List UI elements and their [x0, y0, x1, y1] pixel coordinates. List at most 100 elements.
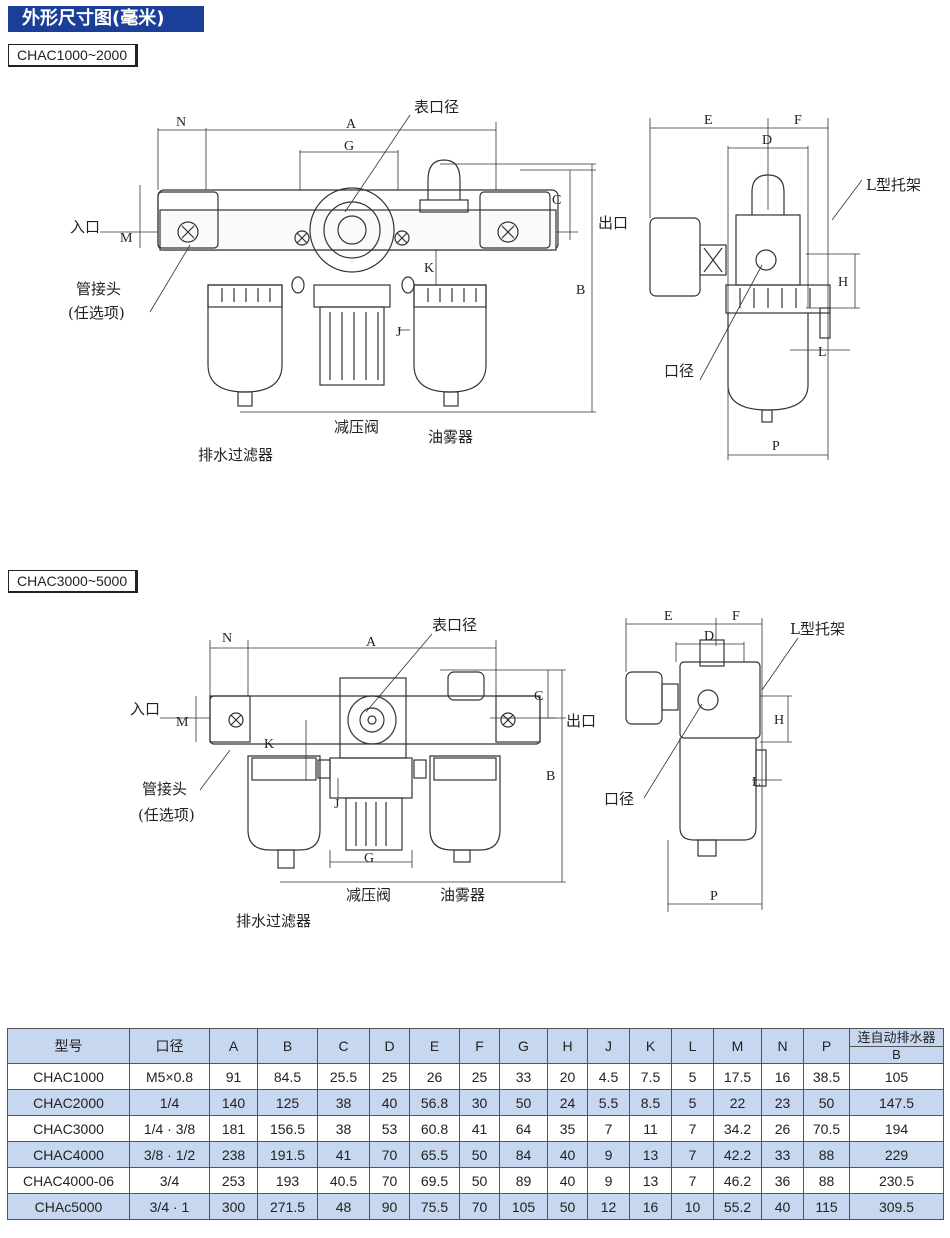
dim-f: F [732, 609, 740, 624]
table-cell: 41 [459, 1115, 500, 1142]
table-cell: 35 [547, 1115, 588, 1142]
table-cell: 70.5 [803, 1115, 850, 1142]
dim-a: A [366, 635, 377, 650]
drawing-chac1000-2000: N A G C B M K J 表口径 入口 出口 管接头 (任选项) 减压阀 … [0, 80, 950, 480]
table-cell: 89 [499, 1167, 548, 1194]
dim-m: M [176, 715, 189, 730]
regulator-label: 减压阀 [334, 418, 379, 436]
dim-c: C [552, 193, 561, 208]
dim-p: P [710, 889, 718, 904]
table-cell: 60.8 [409, 1115, 460, 1142]
front-dimension-labels: N A G C B M K J [176, 631, 555, 866]
table-cell: 191.5 [257, 1141, 318, 1168]
table-cell: 84 [499, 1141, 548, 1168]
table-cell: 70 [369, 1167, 410, 1194]
table-cell: 50 [803, 1089, 850, 1116]
header-auto-drain-b: B [849, 1045, 944, 1064]
header-c: C [317, 1028, 370, 1064]
dim-n: N [222, 631, 232, 646]
table-cell: 22 [713, 1089, 762, 1116]
table-cell: 11 [629, 1115, 672, 1142]
side-view [625, 639, 767, 857]
table-cell: 5 [671, 1063, 714, 1090]
port-label: 口径 [604, 790, 634, 808]
table-cell: 26 [409, 1063, 460, 1090]
table-cell: 75.5 [409, 1193, 460, 1220]
table-cell: 91 [209, 1063, 258, 1090]
header-a: A [209, 1028, 258, 1064]
header-k: K [629, 1028, 672, 1064]
front-dimension-lines [100, 114, 596, 413]
dim-d: D [704, 629, 714, 644]
table-cell: 7 [671, 1115, 714, 1142]
header-j: J [587, 1028, 630, 1064]
table-cell: 42.2 [713, 1141, 762, 1168]
table-cell: 88 [803, 1167, 850, 1194]
table-cell: 7 [671, 1141, 714, 1168]
table-cell: 36 [761, 1167, 804, 1194]
table-cell: 156.5 [257, 1115, 318, 1142]
table-cell: 84.5 [257, 1063, 318, 1090]
table-cell: 56.8 [409, 1089, 460, 1116]
table-cell: 115 [803, 1193, 850, 1220]
table-cell: 26 [761, 1115, 804, 1142]
table-cell: 69.5 [409, 1167, 460, 1194]
header-p: P [803, 1028, 850, 1064]
dim-e: E [704, 113, 713, 128]
model-cell: CHAC4000-06 [7, 1167, 130, 1194]
table-cell: 193 [257, 1167, 318, 1194]
header-port: 口径 [129, 1028, 210, 1064]
side-dimension-lines [625, 618, 799, 912]
table-cell: 46.2 [713, 1167, 762, 1194]
outlet-label: 出口 [566, 712, 596, 730]
side-view-labels: E F D H L P L型托架 口径 [664, 113, 921, 454]
table-cell: 40 [369, 1089, 410, 1116]
table-cell: 20 [547, 1063, 588, 1090]
table-cell: 40.5 [317, 1167, 370, 1194]
dim-b: B [546, 769, 555, 784]
table-cell: 9 [587, 1141, 630, 1168]
dim-g: G [344, 139, 354, 154]
side-dimension-lines [649, 118, 863, 460]
lubricator-label: 油雾器 [440, 886, 485, 904]
header-d: D [369, 1028, 410, 1064]
table-cell: 140 [209, 1089, 258, 1116]
table-cell: 40 [547, 1141, 588, 1168]
fitting-label: 管接头 [76, 280, 121, 298]
table-cell: 7.5 [629, 1063, 672, 1090]
table-cell: 13 [629, 1167, 672, 1194]
table-cell: 48 [317, 1193, 370, 1220]
table-cell: 1/4 [129, 1089, 210, 1116]
fitting-optional-label: (任选项) [138, 806, 195, 824]
dim-h: H [774, 713, 784, 728]
series-label-chac1000-2000: CHAC1000~2000 [8, 44, 139, 67]
table-cell: 50 [547, 1193, 588, 1220]
dimension-table: 型号 口径 A B C D E F G H J K L M N P 连自动排水器… [7, 1028, 944, 1220]
model-cell: CHAC2000 [7, 1089, 130, 1116]
table-cell: 38 [317, 1089, 370, 1116]
table-cell: 38.5 [803, 1063, 850, 1090]
bracket-label: L型托架 [866, 176, 921, 194]
fitting-optional-label: (任选项) [68, 304, 125, 322]
dim-e: E [664, 609, 673, 624]
dim-l: L [818, 345, 827, 360]
table-cell: 33 [761, 1141, 804, 1168]
table-cell: 50 [459, 1141, 500, 1168]
table-cell: 30 [459, 1089, 500, 1116]
model-cell: CHAC4000 [7, 1141, 130, 1168]
dim-c: C [534, 689, 543, 704]
regulator-label: 减压阀 [346, 886, 391, 904]
model-cell: CHAc5000 [7, 1193, 130, 1220]
header-f: F [459, 1028, 500, 1064]
table-cell: 7 [587, 1115, 630, 1142]
table-cell: 23 [761, 1089, 804, 1116]
table-cell: 147.5 [849, 1089, 944, 1116]
dim-k: K [424, 261, 434, 276]
table-cell: 41 [317, 1141, 370, 1168]
table-cell: 40 [547, 1167, 588, 1194]
dim-h: H [838, 275, 848, 290]
